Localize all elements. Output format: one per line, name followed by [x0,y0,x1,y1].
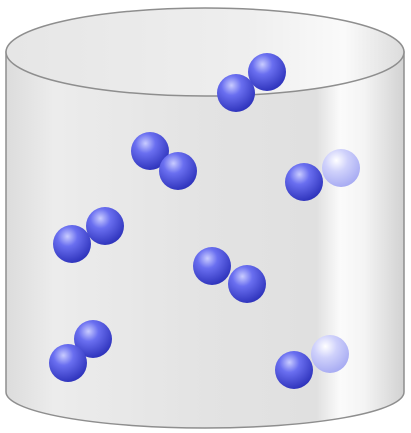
atom [248,53,286,91]
cylinder-top [6,8,404,96]
atom [159,152,197,190]
atom [53,225,91,263]
atom [311,335,349,373]
atom [322,149,360,187]
atom [275,351,313,389]
atom [86,207,124,245]
atom [49,344,87,382]
atom [193,247,231,285]
atom [217,74,255,112]
atom [228,265,266,303]
atom [285,163,323,201]
